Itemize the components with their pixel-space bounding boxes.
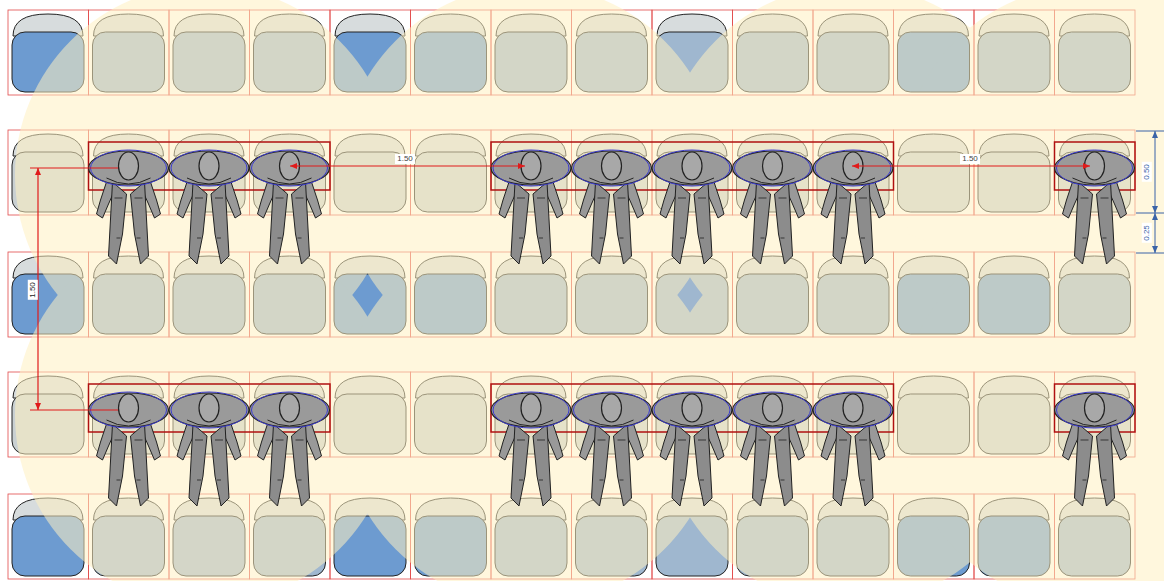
arrow-head (35, 168, 41, 175)
dimension-tick (1136, 131, 1164, 132)
arrow-head (1083, 163, 1090, 169)
seated-person (169, 150, 249, 264)
seated-person (1055, 150, 1135, 264)
dimension-line (1155, 131, 1156, 253)
arrow-head (852, 163, 859, 169)
seated-person (652, 150, 732, 264)
dimension-label: 1.50 (28, 280, 38, 300)
arrow-head (1152, 206, 1158, 213)
extension-line (30, 167, 118, 168)
seated-person (733, 392, 813, 506)
seated-person (169, 392, 249, 506)
dimension-line (290, 165, 525, 166)
arrow-head (1152, 213, 1158, 220)
dimension-line (852, 165, 1090, 166)
distance-zone (900, 225, 1164, 581)
seated-person (572, 150, 652, 264)
dimension-label: 0.50 (1142, 162, 1152, 182)
seated-person (89, 150, 169, 264)
dimension-label: 1.50 (395, 154, 415, 164)
seated-person (652, 392, 732, 506)
dimension-label: 0.25 (1142, 223, 1152, 243)
seated-person (250, 392, 330, 506)
dimension-label: 1.50 (960, 154, 980, 164)
seated-person (813, 392, 893, 506)
seated-person (491, 392, 571, 506)
dimension-tick (1136, 213, 1164, 214)
seated-person (250, 150, 330, 264)
arrow-head (1152, 131, 1158, 138)
seated-person (491, 150, 571, 264)
seated-person (89, 392, 169, 506)
arrow-head (290, 163, 297, 169)
distance-zone (15, 225, 395, 581)
seated-person (1055, 392, 1135, 506)
arrow-head (1152, 246, 1158, 253)
arrow-head (518, 163, 525, 169)
dimension-tick (1136, 253, 1164, 254)
seated-person (813, 150, 893, 264)
extension-line (30, 409, 118, 410)
seated-person (572, 392, 652, 506)
seated-person (733, 150, 813, 264)
arrow-head (35, 403, 41, 410)
